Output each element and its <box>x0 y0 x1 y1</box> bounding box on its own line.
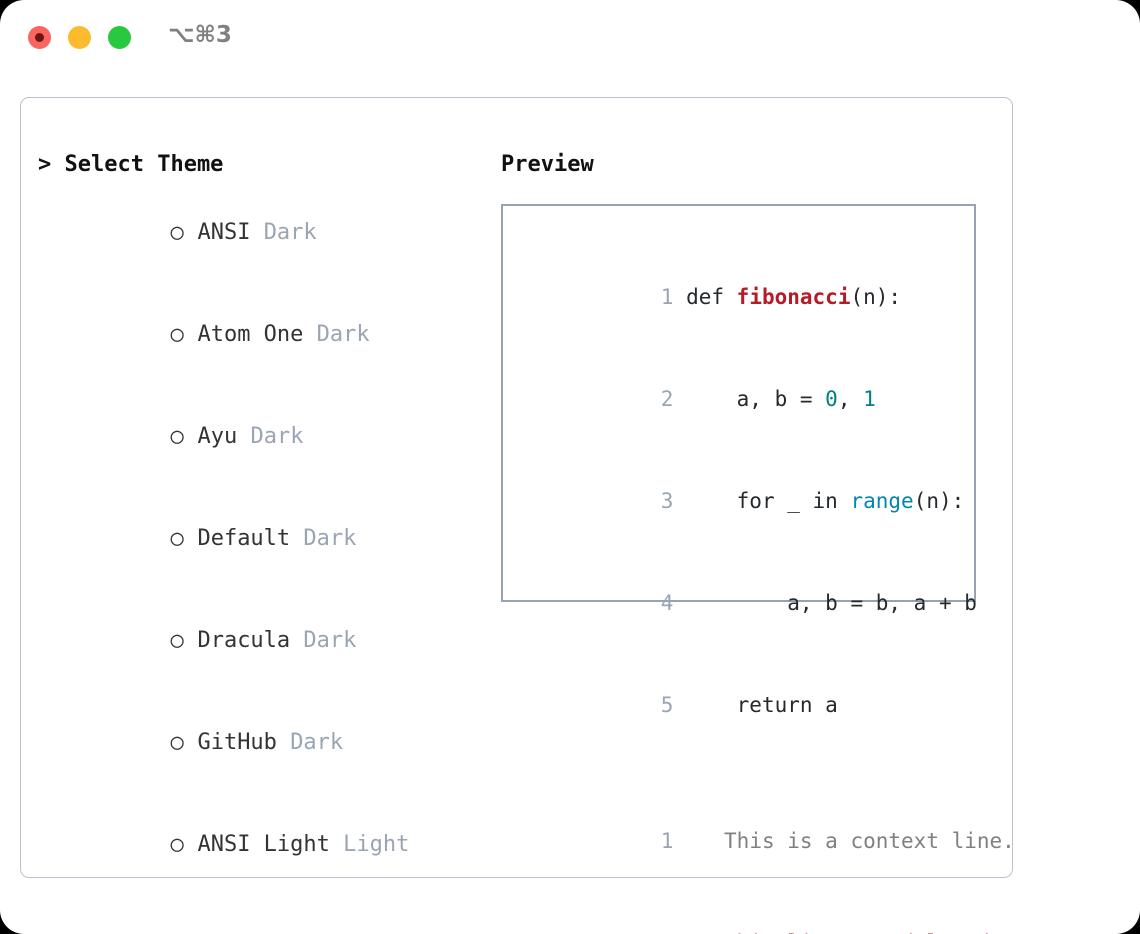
code-token-builtin: range <box>850 489 914 513</box>
select-theme-header: > Select Theme <box>38 152 224 177</box>
theme-option-tag: Dark <box>290 730 344 755</box>
line-number: 5 <box>660 693 674 717</box>
line-number: 3 <box>660 489 674 513</box>
maximize-window-button[interactable] <box>108 26 131 49</box>
diff-line-deleted: 2 - This line was deleted. <box>521 892 1002 934</box>
radio-icon: ○ <box>170 424 184 449</box>
theme-option-label: ANSI <box>197 220 251 245</box>
theme-picker-column: > Select Theme ○ ANSI Dark ○ Atom One Dark… <box>38 148 478 934</box>
theme-option-tag: Dark <box>303 628 357 653</box>
theme-option-tag: Dark <box>263 220 317 245</box>
code-line: 2 a, b = 0, 1 <box>521 348 974 450</box>
radio-icon: ○ <box>170 628 184 653</box>
code-token-number: 0 <box>825 387 838 411</box>
theme-option-label: Atom One <box>197 322 304 347</box>
minimize-window-button[interactable] <box>68 26 91 49</box>
theme-option-label: GitHub <box>197 730 277 755</box>
code-token-number: 1 <box>863 387 876 411</box>
theme-option-tag: Light <box>343 832 410 857</box>
code-token: a, b = b, a + b <box>686 591 977 615</box>
theme-option-atom-one-dark[interactable]: ○ Atom One Dark <box>38 284 478 386</box>
diff-text: This line was deleted. <box>724 931 1002 934</box>
code-token: return a <box>686 693 838 717</box>
radio-icon: ○ <box>170 322 184 347</box>
diff-line-context: 1 This is a context line. <box>521 790 1015 892</box>
theme-option-github-dark[interactable]: ○ GitHub Dark <box>38 692 478 794</box>
code-token: for _ in <box>686 489 851 513</box>
code-token: def <box>686 285 737 309</box>
radio-icon: ○ <box>170 220 184 245</box>
diff-text: This is a context line. <box>724 829 1015 853</box>
code-line: 3 for _ in range(n): <box>521 450 974 552</box>
preview-box: 1 def fibonacci(n): 2 a, b = 0, 1 3 for … <box>501 204 1015 934</box>
line-number: 2 <box>660 387 674 411</box>
code-token-function: fibonacci <box>736 285 851 309</box>
code-token: a, b = <box>686 387 826 411</box>
line-number: 1 <box>660 829 674 853</box>
keyboard-shortcut-label: ⌥⌘3 <box>168 22 232 48</box>
theme-option-tag: Dark <box>250 424 304 449</box>
code-line: 5 return a <box>521 654 974 756</box>
theme-option-tag: Dark <box>316 322 370 347</box>
radio-icon: ○ <box>170 730 184 755</box>
theme-option-dracula-dark[interactable]: ○ Dracula Dark <box>38 590 478 692</box>
title-bar: ⌥⌘3 <box>0 0 1140 78</box>
code-line: 1 def fibonacci(n): <box>521 246 974 348</box>
theme-option-tag: Dark <box>303 526 357 551</box>
main-panel: > Select Theme ○ ANSI Dark ○ Atom One Dark… <box>20 97 1015 934</box>
diff-marker: - <box>699 931 724 934</box>
radio-icon: ○ <box>170 930 197 934</box>
theme-option-default-dark[interactable]: ○ Default Dark <box>38 488 478 590</box>
theme-option-ansi-dark[interactable]: ○ ANSI Dark <box>38 182 478 284</box>
preview-column: Preview 1 def fibonacci(n): 2 a, b = 0, … <box>501 148 1015 934</box>
theme-option-ayu-light[interactable]: ○Ayu Light Light <box>38 896 478 934</box>
diff-marker <box>699 829 724 853</box>
theme-list: ○ ANSI Dark ○ Atom One Dark ○ Ayu Dark ○ Def… <box>38 182 478 934</box>
theme-option-ayu-dark[interactable]: ○ Ayu Dark <box>38 386 478 488</box>
theme-option-ansi-light[interactable]: ○ ANSI Light Light <box>38 794 478 896</box>
close-window-button[interactable] <box>28 26 51 49</box>
code-blank-line <box>521 756 974 790</box>
code-token: , <box>837 387 864 411</box>
radio-icon: ○ <box>170 526 184 551</box>
theme-option-label: Default <box>197 526 291 551</box>
line-number: 4 <box>660 591 674 615</box>
line-number: 2 <box>647 926 674 934</box>
theme-option-label: ANSI Light <box>197 832 330 857</box>
theme-option-label: Dracula <box>197 628 291 653</box>
radio-icon: ○ <box>170 832 184 857</box>
code-line: 4 a, b = b, a + b <box>521 552 977 654</box>
theme-option-label: Ayu <box>197 424 238 449</box>
code-token: (n): <box>850 285 902 309</box>
preview-title: Preview <box>501 152 594 177</box>
line-number: 1 <box>660 285 674 309</box>
code-token: (n): <box>913 489 965 513</box>
